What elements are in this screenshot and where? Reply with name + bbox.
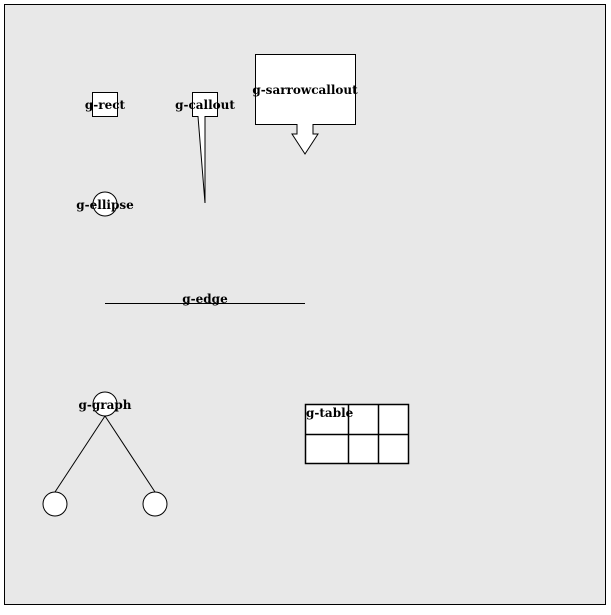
table-label: g-table (306, 406, 354, 420)
edge-shape[interactable]: g-edge (105, 292, 305, 306)
rect-shape[interactable]: g-rect (85, 92, 126, 117)
graph-edge-right (104, 415, 156, 493)
graph-edge-left (54, 415, 106, 493)
callout-label: g-callout (175, 98, 235, 112)
edge-label: g-edge (182, 292, 228, 306)
rect-label: g-rect (85, 98, 126, 112)
graph-child-node-left[interactable] (42, 491, 68, 517)
graph-child-node-right[interactable] (142, 491, 168, 517)
callout-shape[interactable]: g-callout (175, 92, 235, 204)
sarrowcallout-shape[interactable]: g-sarrowcallout (252, 54, 358, 155)
graph-root-node[interactable] (92, 391, 118, 417)
ellipse-label: g-ellipse (76, 198, 134, 212)
sarrowcallout-label: g-sarrowcallout (252, 83, 358, 97)
table-shape[interactable]: g-table (304, 403, 410, 465)
ellipse-shape[interactable]: g-ellipse (76, 191, 134, 217)
graph-label: g-graph (79, 398, 132, 412)
graph-shape[interactable]: g-graph (42, 391, 168, 517)
